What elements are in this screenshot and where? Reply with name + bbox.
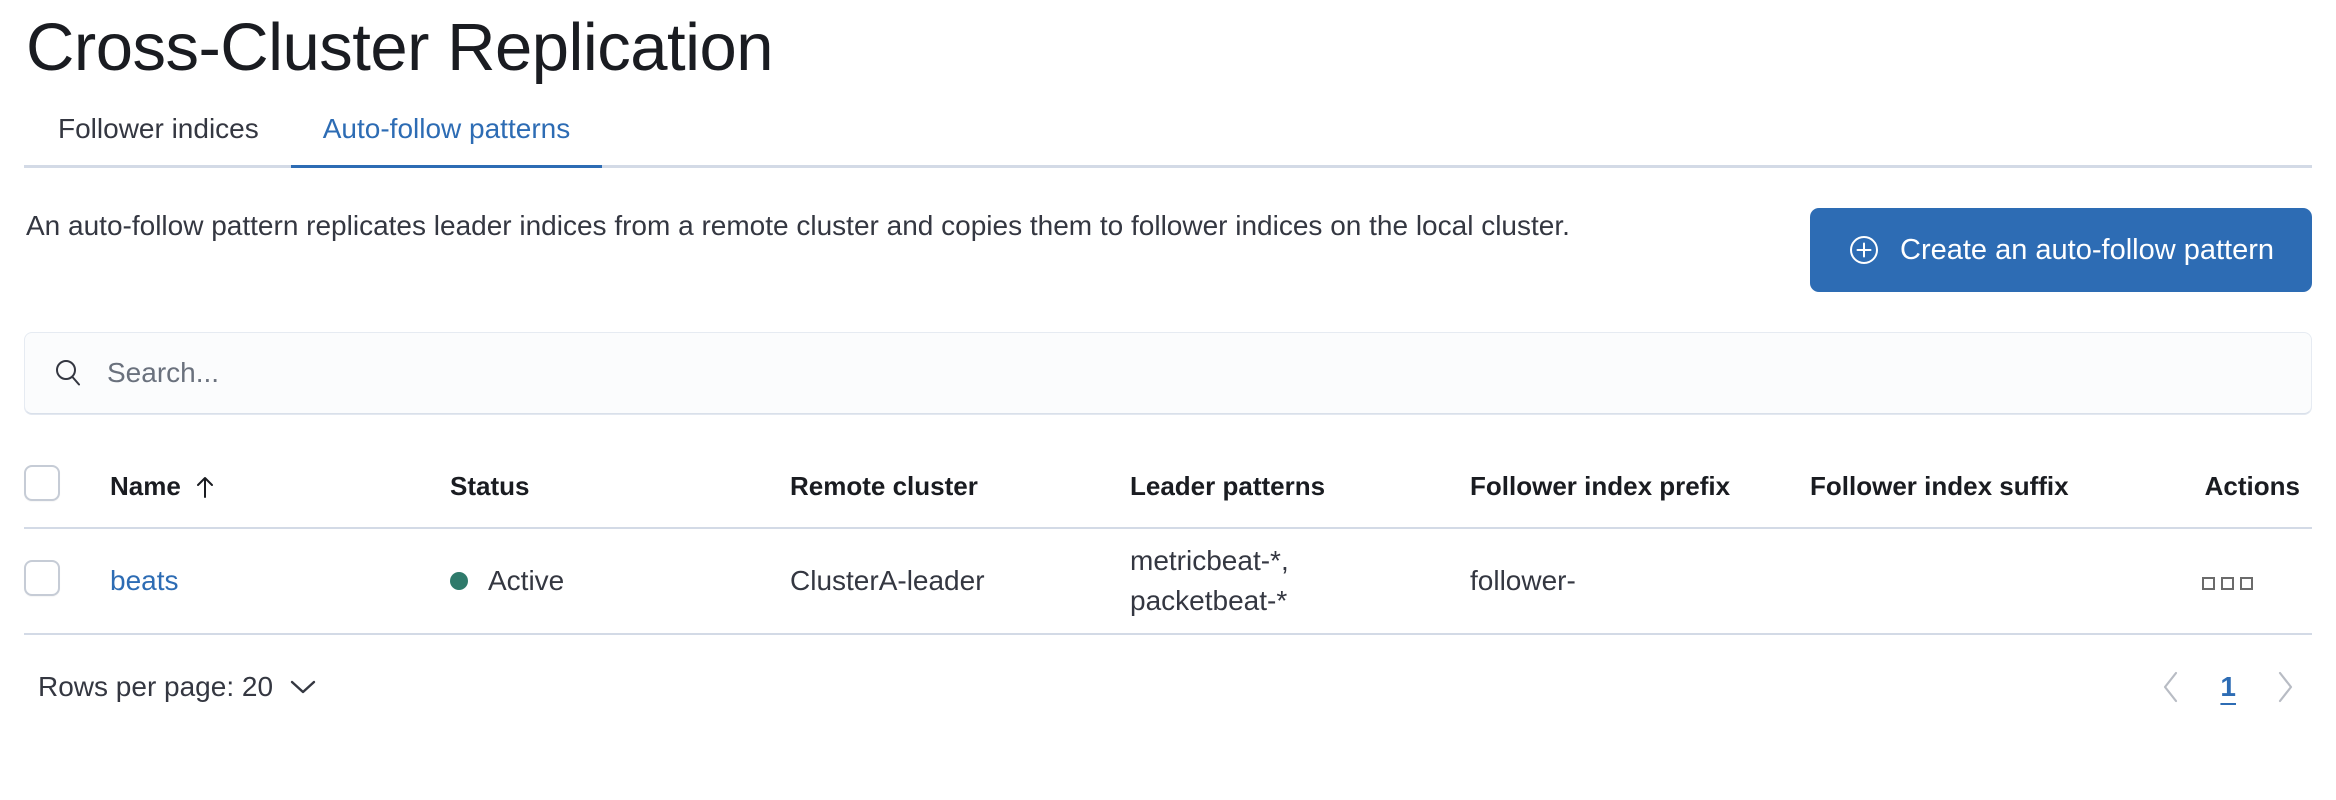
- cell-follower-index-suffix: [1810, 528, 2200, 635]
- column-header-follower-index-prefix[interactable]: Follower index prefix: [1470, 446, 1810, 529]
- cell-follower-index-prefix: follower-: [1470, 528, 1810, 635]
- column-header-remote-cluster[interactable]: Remote cluster: [790, 446, 1130, 529]
- status-dot-icon: [450, 572, 468, 590]
- cell-actions: [2200, 528, 2312, 635]
- tab-bar: Follower indices Auto-follow patterns: [24, 115, 2312, 168]
- page-number-1[interactable]: 1: [2212, 671, 2244, 703]
- select-all-checkbox[interactable]: [24, 465, 60, 501]
- auto-follow-patterns-table: Name Status Remote cluster Leader patter…: [24, 446, 2312, 635]
- more-actions-dot-2: [2221, 577, 2234, 590]
- sort-by-name[interactable]: Name: [110, 471, 217, 502]
- status-label: Active: [488, 565, 565, 596]
- page-description: An auto-follow pattern replicates leader…: [26, 210, 1570, 241]
- row-select-cell: [24, 528, 110, 635]
- plus-in-circle-icon: [1848, 234, 1880, 266]
- arrow-up-icon: [193, 474, 217, 500]
- rows-per-page-selector[interactable]: Rows per page: 20: [38, 671, 317, 703]
- row-checkbox[interactable]: [24, 559, 60, 596]
- cell-leader-patterns: metricbeat-*, packetbeat-*: [1130, 528, 1470, 635]
- more-actions-dot-1: [2202, 577, 2215, 590]
- chevron-right-icon[interactable]: [2270, 669, 2300, 705]
- search-icon: [51, 356, 85, 390]
- cell-name: beats: [110, 528, 450, 635]
- column-header-actions: Actions: [2200, 446, 2312, 529]
- chevron-down-icon: [289, 678, 317, 696]
- column-header-leader-patterns[interactable]: Leader patterns: [1130, 446, 1470, 529]
- cell-status: Active: [450, 528, 790, 635]
- page-title: Cross-Cluster Replication: [26, 10, 774, 85]
- chevron-left-icon[interactable]: [2156, 669, 2186, 705]
- create-auto-follow-pattern-button[interactable]: Create an auto-follow pattern: [1810, 208, 2312, 292]
- auto-follow-pattern-link[interactable]: beats: [110, 565, 179, 596]
- table-body: beats Active ClusterA-leader metricbeat-…: [24, 528, 2312, 635]
- table-header-row: Name Status Remote cluster Leader patter…: [24, 446, 2312, 529]
- leader-patterns-value: metricbeat-*, packetbeat-*: [1130, 545, 1289, 616]
- column-header-name-label: Name: [110, 471, 181, 501]
- rows-per-page-label: Rows per page: 20: [38, 671, 274, 702]
- create-button-label: Create an auto-follow pattern: [1900, 233, 2274, 266]
- status-badge: Active: [450, 565, 790, 597]
- pagination: 1: [2156, 669, 2300, 705]
- column-header-follower-index-suffix[interactable]: Follower index suffix: [1810, 446, 2200, 529]
- column-header-status[interactable]: Status: [450, 446, 790, 529]
- tab-auto-follow-patterns[interactable]: Auto-follow patterns: [290, 115, 603, 168]
- cell-remote-cluster: ClusterA-leader: [790, 528, 1130, 635]
- search-bar[interactable]: [24, 332, 2312, 414]
- tab-follower-indices[interactable]: Follower indices: [26, 115, 291, 165]
- description-row: An auto-follow pattern replicates leader…: [24, 206, 2312, 292]
- table-footer: Rows per page: 20 1: [24, 669, 2312, 705]
- more-actions-icon[interactable]: [2200, 571, 2255, 596]
- table-row: beats Active ClusterA-leader metricbeat-…: [24, 528, 2312, 635]
- column-header-name[interactable]: Name: [110, 446, 450, 529]
- more-actions-dot-3: [2240, 577, 2253, 590]
- select-all-header: [24, 446, 110, 529]
- search-input[interactable]: [107, 333, 2285, 413]
- table-header: Name Status Remote cluster Leader patter…: [24, 446, 2312, 529]
